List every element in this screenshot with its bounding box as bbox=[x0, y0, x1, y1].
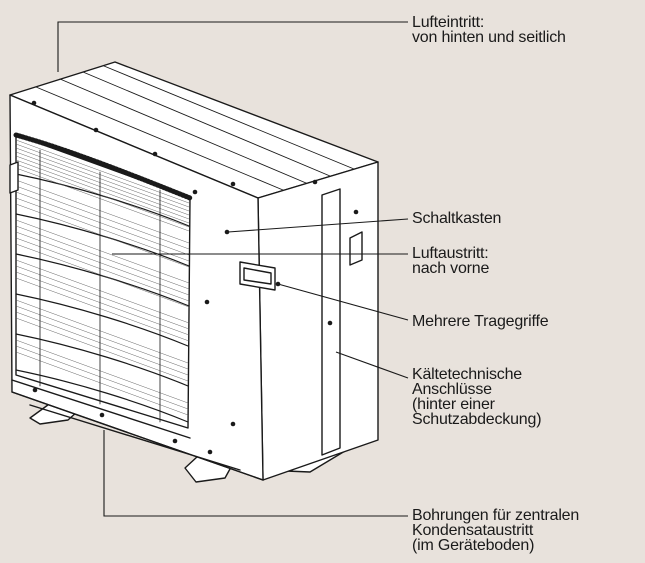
unit-side-panel bbox=[257, 161, 379, 481]
air-inlet-line-2: von hinten und seitlich bbox=[412, 29, 566, 46]
label-condensate-holes: Bohrungen für zentralen Kondensataustrit… bbox=[412, 507, 580, 554]
label-air-outlet: Luftaustritt: nach vorne bbox=[412, 245, 490, 277]
handles-line-1: Mehrere Tragegriffe bbox=[412, 313, 549, 330]
air-outlet-line-1: Luftaustritt: bbox=[412, 245, 489, 262]
leader-lines bbox=[57, 21, 409, 517]
bottom-rail bbox=[11, 379, 264, 481]
label-switch-box: Schaltkasten bbox=[412, 210, 502, 227]
front-grille bbox=[13, 132, 193, 429]
label-handles: Mehrere Tragegriffe bbox=[412, 313, 549, 330]
air-outlet-line-2: nach vorne bbox=[412, 260, 490, 277]
leader-air-inlet bbox=[57, 21, 408, 72]
leader-condensate bbox=[103, 430, 408, 517]
refrigerant-line-3: (hinter einer bbox=[412, 396, 495, 413]
top-panel-ribs bbox=[35, 65, 355, 191]
refrigerant-line-1: Kältetechnische bbox=[412, 366, 522, 383]
refrigerant-line-4: Schutzabdeckung) bbox=[412, 411, 542, 428]
condensate-line-2: Kondensataustritt bbox=[412, 522, 534, 539]
refrigerant-line-2: Anschlüsse bbox=[412, 381, 492, 398]
leader-handles bbox=[277, 283, 409, 321]
side-cover-slot bbox=[321, 188, 341, 456]
carry-handles bbox=[9, 161, 363, 291]
label-air-inlet: Lufteintritt: von hinten und seitlich bbox=[412, 14, 566, 46]
condensate-line-3: (im Geräteboden) bbox=[412, 537, 535, 554]
switch-box-line-1: Schaltkasten bbox=[412, 210, 502, 227]
leader-switch-box bbox=[227, 218, 409, 233]
label-refrigerant-connections: Kältetechnische Anschlüsse (hinter einer… bbox=[412, 366, 542, 428]
screw-dots bbox=[31, 100, 359, 455]
condensate-line-1: Bohrungen für zentralen bbox=[412, 507, 580, 524]
air-inlet-line-1: Lufteintritt: bbox=[412, 14, 485, 31]
leader-refrigerant bbox=[335, 351, 409, 379]
